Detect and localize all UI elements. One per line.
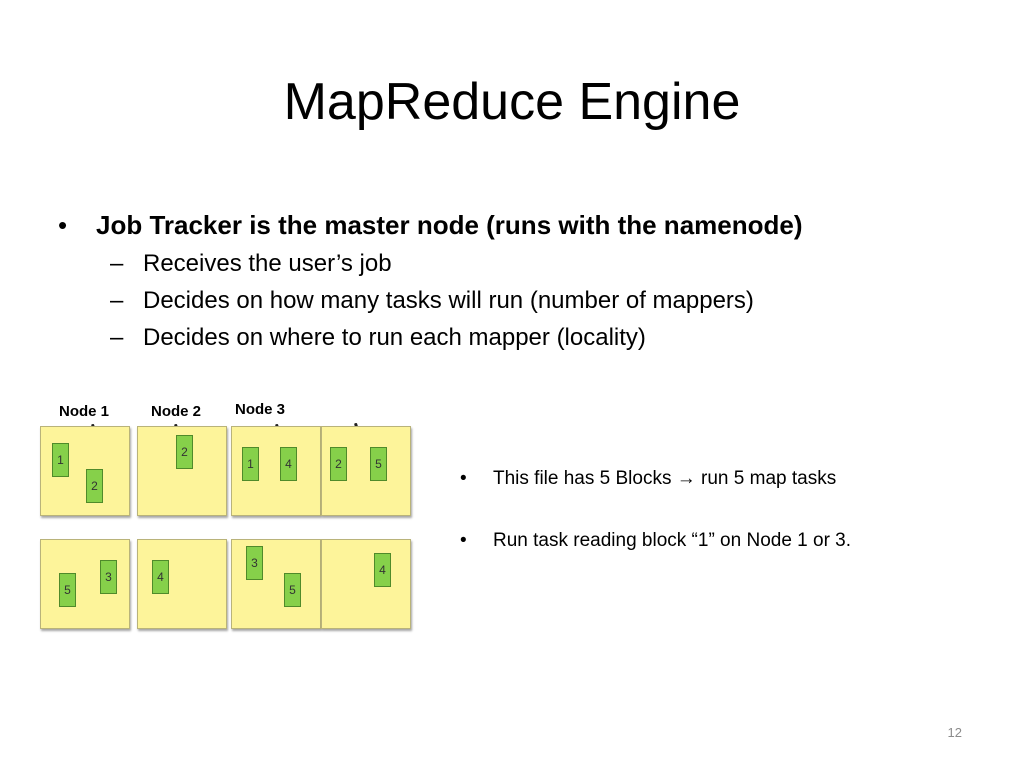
data-block: 5: [284, 573, 301, 607]
data-block: 2: [330, 447, 347, 481]
data-block: 1: [52, 443, 69, 477]
node-box-row1-col3: 1 4: [231, 426, 321, 516]
arrow-right-icon: →: [676, 468, 696, 489]
bullet-text: Job Tracker is the master node (runs wit…: [96, 210, 803, 240]
page-number: 12: [947, 725, 962, 740]
data-block: 4: [152, 560, 169, 594]
data-block: 2: [176, 435, 193, 469]
data-block: 1: [242, 447, 259, 481]
data-block: 5: [59, 573, 76, 607]
side-bullet-text: This file has 5 Blocks: [493, 468, 677, 489]
bullet-job-tracker: • Job Tracker is the master node (runs w…: [58, 205, 978, 245]
node-box-row2-col2: 4: [137, 539, 227, 629]
data-block: 2: [86, 469, 103, 503]
data-block: 5: [370, 447, 387, 481]
node-label-1: Node 1: [59, 403, 110, 420]
data-block: 3: [100, 560, 117, 594]
sub-bullet-locality: – Decides on where to run each mapper (l…: [58, 319, 978, 356]
bullet-glyph: •: [460, 468, 467, 489]
node-box-row1-col2: 2: [137, 426, 227, 516]
node-box-row1-col4: 2 5: [321, 426, 411, 516]
bullet-glyph: •: [58, 210, 68, 240]
dash-glyph: –: [110, 287, 124, 314]
sub-bullet-text: Decides on where to run each mapper (loc…: [143, 324, 646, 351]
side-bullet-locality: • Run task reading block “1” on Node 1 o…: [460, 528, 1000, 554]
side-bullet-blocks: • This file has 5 Blocks → run 5 map tas…: [460, 466, 1000, 492]
side-bullet-text: run 5 map tasks: [695, 468, 837, 489]
slide-title: MapReduce Engine: [283, 73, 741, 131]
sub-bullet-text: Receives the user’s job: [143, 250, 392, 277]
side-bullet-text: Run task reading block “1” on Node 1 or …: [493, 530, 852, 551]
sub-bullet-receives-job: – Receives the user’s job: [58, 245, 978, 282]
node-box-row2-col1: 5 3: [40, 539, 130, 629]
node-box-row2-col4: 4: [321, 539, 411, 629]
main-bullet-list: • Job Tracker is the master node (runs w…: [58, 205, 978, 356]
dash-glyph: –: [110, 324, 124, 351]
data-block: 4: [280, 447, 297, 481]
node-box-row2-col3: 3 5: [231, 539, 321, 629]
data-block: 4: [374, 553, 391, 587]
node-box-row1-col1: 1 2: [40, 426, 130, 516]
side-bullet-list: • This file has 5 Blocks → run 5 map tas…: [460, 466, 1000, 590]
dash-glyph: –: [110, 250, 124, 277]
node-label-2: Node 2: [151, 403, 202, 420]
node-label-3: Node 3: [235, 401, 286, 418]
data-block: 3: [246, 546, 263, 580]
sub-bullet-text: Decides on how many tasks will run (numb…: [143, 287, 754, 314]
sub-bullet-task-count: – Decides on how many tasks will run (nu…: [58, 282, 978, 319]
bullet-glyph: •: [460, 530, 467, 551]
